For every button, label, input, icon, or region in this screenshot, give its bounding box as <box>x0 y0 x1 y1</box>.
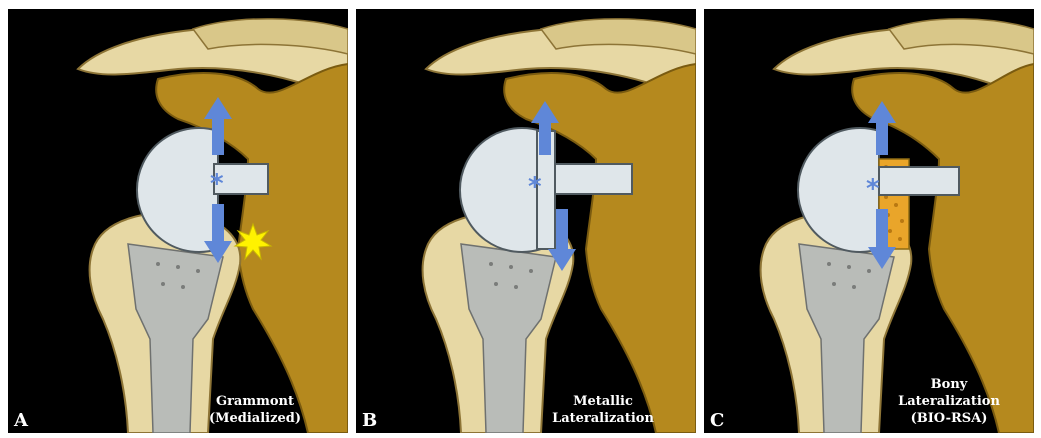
panel-b: * Metallic Lateralization B <box>356 9 696 433</box>
panel-c-caption: Bony Lateralization (BIO-RSA) <box>874 376 1024 427</box>
caption-line: Bony <box>874 376 1024 393</box>
panel-letter-c: C <box>710 410 724 431</box>
panel-a: * Grammont (Medialized) A <box>8 9 348 433</box>
panel-letter-a: A <box>14 410 28 431</box>
caption-line: (BIO-RSA) <box>874 410 1024 427</box>
baseplate-peg <box>879 167 959 195</box>
panel-a-illustration: * <box>8 9 348 433</box>
panel-b-caption: Metallic Lateralization <box>528 393 678 427</box>
panel-c: * Bony Lateralization (BIO-RSA) C <box>704 9 1034 433</box>
asterisk-icon: * <box>528 172 542 202</box>
panel-a-caption: Grammont (Medialized) <box>180 393 330 427</box>
caption-line: Lateralization <box>528 410 678 427</box>
panel-b-illustration: * <box>356 9 696 433</box>
panel-letter-b: B <box>362 410 377 431</box>
asterisk-icon: * <box>866 174 880 204</box>
caption-line: Grammont <box>180 393 330 410</box>
panel-c-illustration: * <box>704 9 1034 433</box>
caption-line: Lateralization <box>874 393 1024 410</box>
caption-line: (Medialized) <box>180 410 330 427</box>
caption-line: Metallic <box>528 393 678 410</box>
asterisk-icon: * <box>210 169 224 199</box>
